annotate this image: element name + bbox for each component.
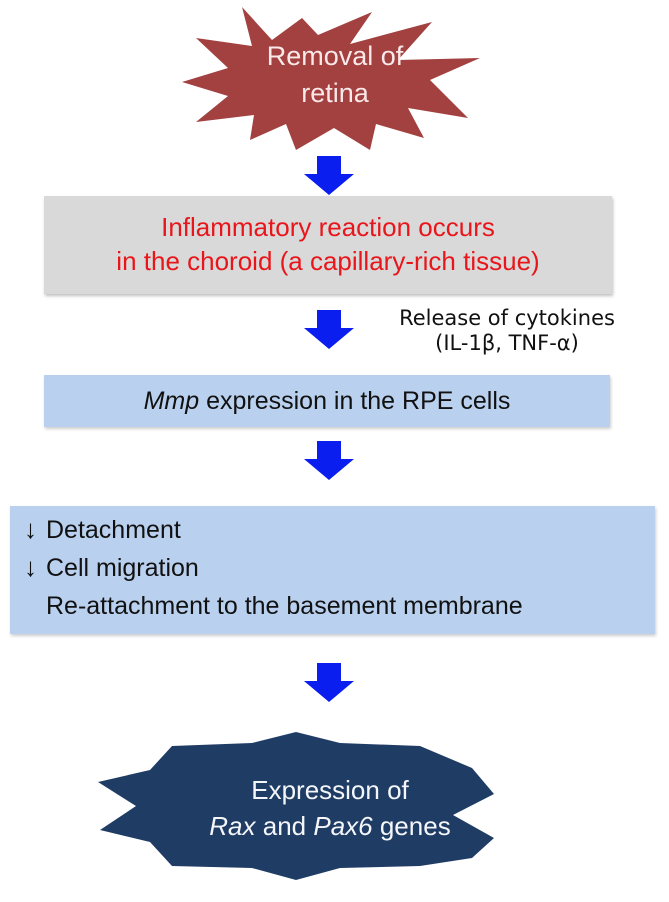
removal-of-retina-starburst: [182, 7, 480, 150]
flow-arrow-3: [304, 441, 354, 480]
cell-event-reattachment: Re-attachment to the basement membrane: [46, 592, 523, 620]
mmp-gene-name: Mmp: [143, 387, 200, 415]
down-arrow-icon: ↓: [24, 552, 37, 582]
flow-arrow-4: [304, 663, 354, 702]
final-line-1: Expression of: [251, 775, 409, 805]
start-line-1: Removal of: [266, 41, 404, 71]
cytokine-line-1: Release of cytokines: [399, 306, 615, 330]
inflammation-line-1: Inflammatory reaction occurs: [161, 212, 495, 242]
flow-arrow-2: [304, 310, 354, 349]
inflammation-step-box: Inflammatory reaction occurs in the chor…: [44, 196, 612, 294]
cell-events-box: ↓ ↓ Detachment Cell migration Re-attachm…: [10, 506, 655, 634]
cytokine-release-note: Release of cytokines (IL-1β, TNF-α): [352, 306, 662, 356]
final-node-text: Expression of Rax and Pax6 genes: [140, 772, 520, 844]
final-line-2: Rax and Pax6 genes: [140, 808, 520, 844]
mmp-expression-rest: expression in the RPE cells: [199, 387, 511, 415]
down-arrow-icon: ↓: [24, 514, 37, 544]
mmp-expression-box: Mmp expression in the RPE cells: [44, 375, 610, 427]
start-node-text: Removal of retina: [200, 38, 470, 112]
gene-expression-banner: [98, 732, 494, 880]
and-text: and: [255, 811, 314, 841]
flow-arrow-1: [304, 156, 354, 195]
mmp-expression-text: Mmp expression in the RPE cells: [44, 375, 610, 427]
genes-text: genes: [372, 811, 451, 841]
cytokine-line-2: (IL-1β, TNF-α): [435, 331, 579, 355]
start-line-2: retina: [301, 78, 369, 108]
cell-event-migration: Cell migration: [46, 554, 199, 582]
gene-pax6: Pax6: [313, 811, 373, 841]
gene-rax: Rax: [209, 811, 256, 841]
inflammation-line-2: in the choroid (a capillary-rich tissue): [116, 246, 540, 276]
cell-event-detachment: Detachment: [46, 516, 181, 544]
